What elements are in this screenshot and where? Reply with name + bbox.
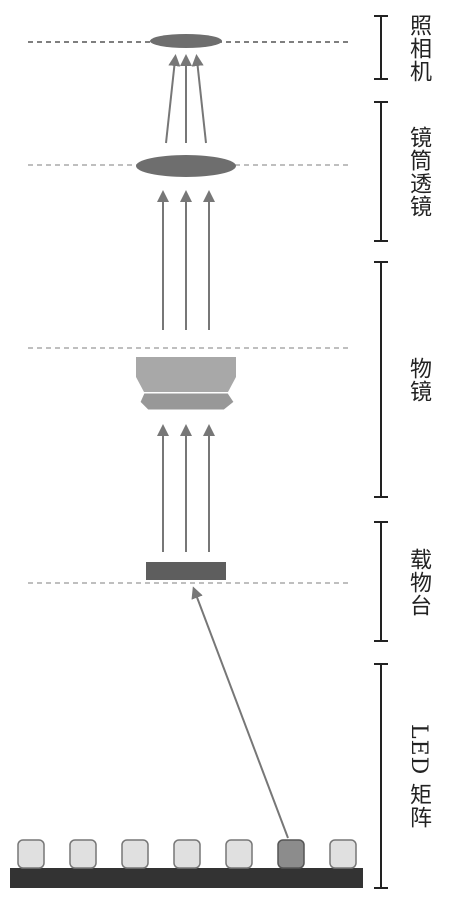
label-tube-lens: 镜筒透镜 (406, 126, 431, 218)
label-led-array: LED 矩阵 (406, 723, 431, 830)
led-4 (173, 839, 201, 869)
led-array-base (10, 868, 363, 888)
bracket-tube-lens (374, 101, 388, 242)
led-5 (225, 839, 253, 869)
label-objective: 物镜 (406, 357, 431, 403)
led-3 (121, 839, 149, 869)
bracket-led-array (374, 663, 388, 889)
bracket-camera (374, 15, 388, 80)
oblique-illumination-arrow (191, 586, 289, 839)
bracket-objective (374, 261, 388, 498)
label-camera: 照相机 (406, 13, 431, 83)
label-stage: 载物台 (406, 547, 431, 617)
objective-lens (136, 357, 236, 411)
tube-lens-shape (136, 155, 236, 177)
tube-lens-light-arrows (157, 190, 215, 330)
led-7 (329, 839, 357, 869)
arrow-camera-1 (165, 54, 181, 144)
stage-plate (146, 562, 226, 580)
camera-sensor (150, 34, 222, 48)
arrow-camera-3 (191, 54, 207, 144)
objective-upper-body (136, 357, 236, 392)
stage-brackets (374, 15, 388, 889)
objective-lower-body (139, 392, 235, 411)
led-row (17, 839, 357, 869)
led-6-active (277, 839, 305, 869)
led-1 (17, 839, 45, 869)
bracket-stage (374, 521, 388, 642)
objective-light-arrows (157, 424, 215, 552)
led-2 (69, 839, 97, 869)
camera-light-arrows (165, 54, 207, 144)
